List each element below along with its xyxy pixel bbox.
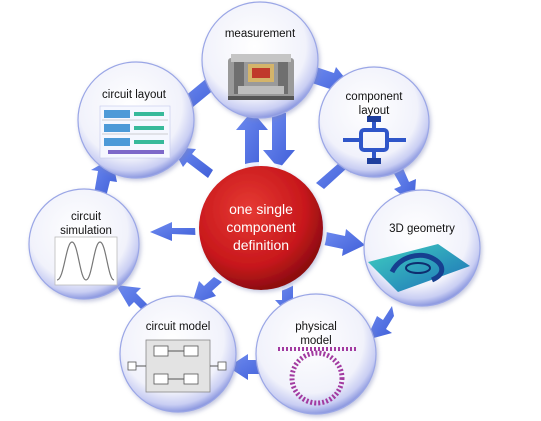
arrow-center-to-circuit-simulation: [150, 222, 196, 241]
component-layout-label-line2: layout: [359, 105, 390, 117]
arrow-measurement-to-center: [263, 113, 295, 169]
node-circuit-layout: circuit layout: [77, 61, 195, 179]
circuit-simulation-label-line1: circuit: [71, 211, 102, 223]
circuit-layout-image: [99, 105, 171, 159]
3d-geometry-image: [368, 244, 470, 292]
center-label-line3: definition: [233, 237, 289, 253]
circuit-layout-label: circuit layout: [102, 89, 167, 101]
physical-model-label-line1: physical: [295, 321, 337, 333]
component-layout-label-line1: component: [346, 91, 404, 103]
circuit-simulation-plot-image: [54, 236, 118, 286]
physical-model-label-line2: model: [300, 335, 331, 347]
center-node: one single component definition: [195, 162, 327, 294]
circuit-simulation-label-line2: simulation: [60, 225, 112, 237]
arrow-center-to-measurement: [236, 111, 268, 170]
component-port-top: [367, 116, 381, 122]
node-component-layout: component layout: [318, 66, 430, 178]
measurement-label: measurement: [225, 28, 296, 40]
node-physical-model: physical model: [255, 293, 377, 415]
node-3d-geometry: 3D geometry: [363, 189, 481, 307]
node-measurement: measurement: [201, 1, 319, 119]
node-circuit-simulation: circuit simulation: [28, 188, 140, 300]
physical-model-image: [278, 347, 356, 406]
circuit-model-label: circuit model: [146, 321, 211, 333]
center-label-line1: one single: [229, 201, 293, 217]
arrow-center-to-3d-geometry: [324, 229, 365, 256]
arrow-3d-geometry-to-physical-model: [366, 306, 394, 340]
center-label-line2: component: [226, 219, 295, 235]
component-port-bottom: [367, 158, 381, 164]
arrow-center-to-circuit-model: [192, 277, 222, 304]
node-circuit-model: circuit model: [119, 295, 237, 413]
3d-geometry-label: 3D geometry: [389, 223, 455, 235]
measurement-machine-image: [228, 54, 294, 100]
circuit-model-schematic-image: [127, 339, 227, 393]
